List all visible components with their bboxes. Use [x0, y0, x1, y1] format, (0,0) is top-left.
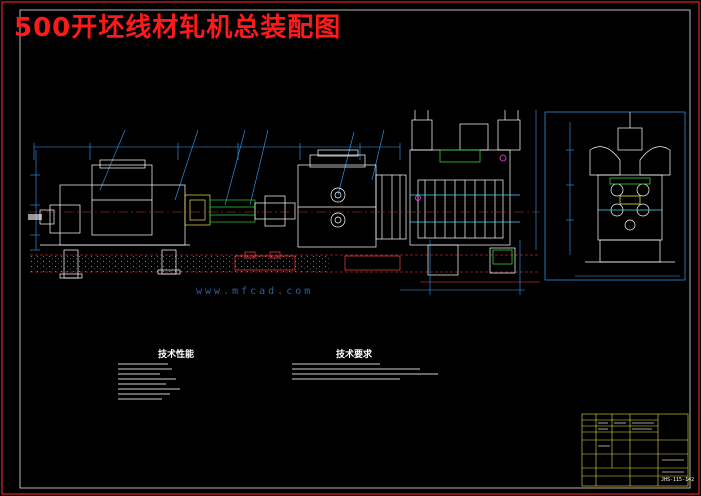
mill-stand: [409, 110, 521, 276]
requirement-notes-lines: [292, 363, 438, 380]
left-dimension-lines: [30, 150, 40, 251]
leader-lines: [99, 129, 385, 206]
drawing-title: 500开坯线材轧机总装配图: [14, 13, 342, 43]
performance-notes-lines: [118, 363, 180, 400]
gearbox-base: [234, 251, 401, 271]
side-view-accents: [598, 177, 662, 211]
title-block-fill: [598, 422, 684, 473]
foundation-dots: [30, 255, 330, 272]
title-block: [581, 413, 689, 487]
drawing-number: JHS-115-142: [661, 477, 695, 483]
mill-dimensions: [400, 110, 537, 295]
top-dimension-chain: [33, 143, 401, 160]
gearbox: [297, 149, 407, 248]
watermark: www.mfcad.com: [196, 286, 314, 297]
requirements-heading: 技术要求: [336, 350, 373, 360]
motor-assembly: [28, 159, 190, 279]
side-view: [544, 111, 686, 281]
inner-border: [19, 9, 691, 489]
coupling-shaft: [184, 194, 296, 227]
side-view-dimensions: [566, 122, 680, 277]
performance-heading: 技术性能: [158, 350, 195, 360]
mill-accents: [410, 149, 520, 265]
